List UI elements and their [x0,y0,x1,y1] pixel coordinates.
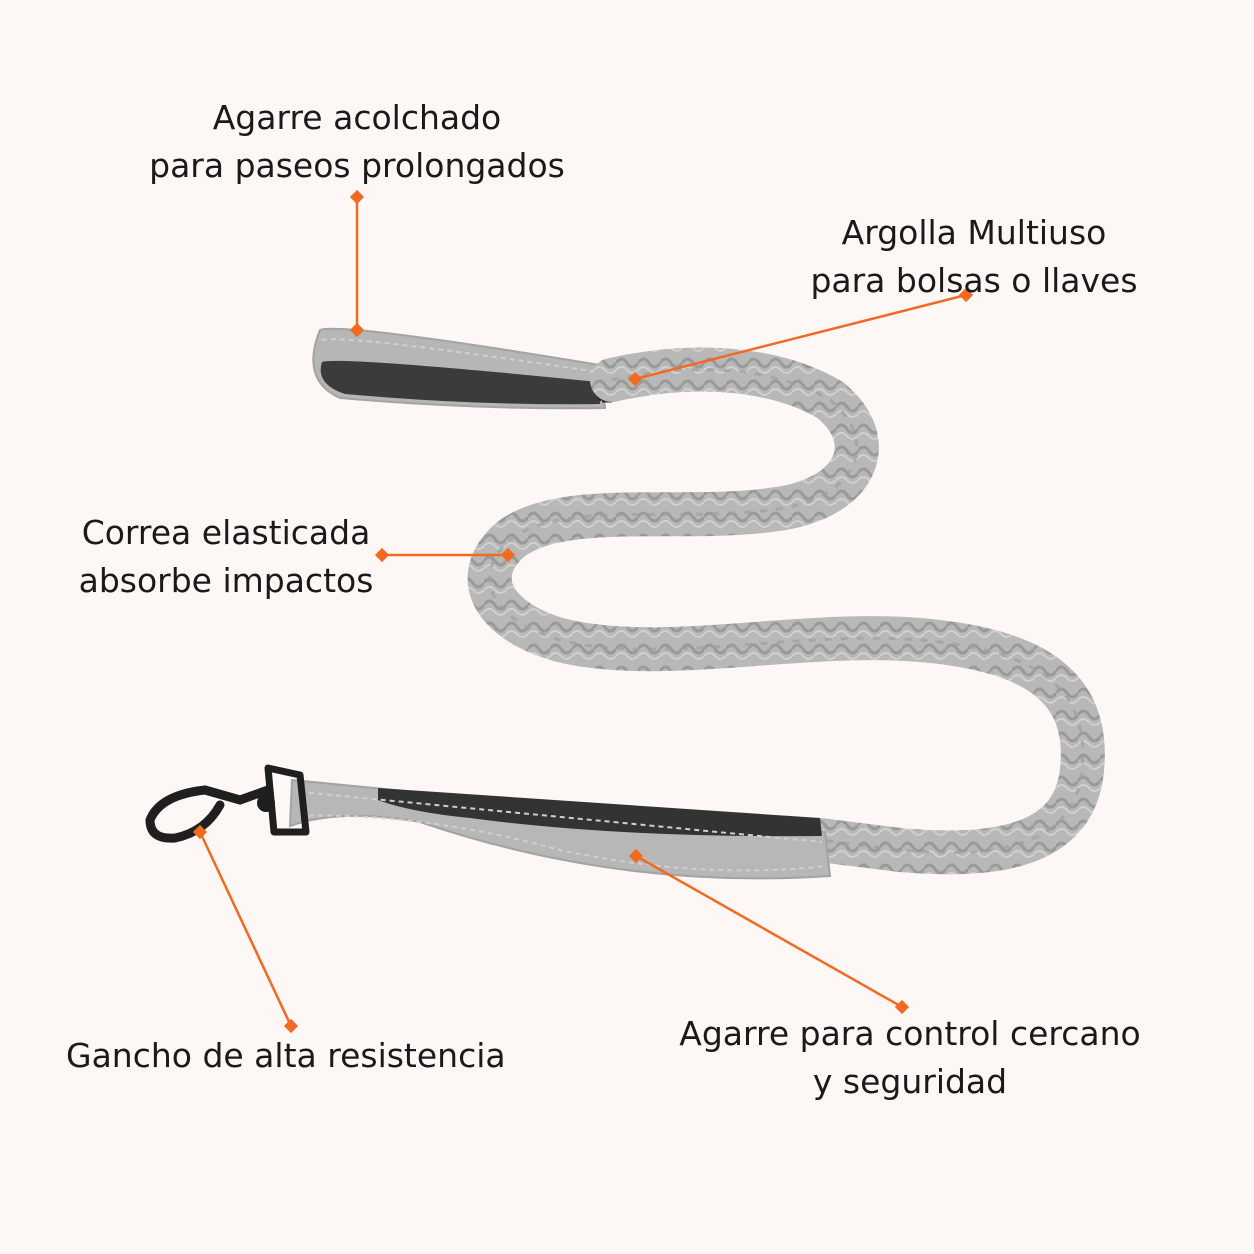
callout-line-elastic-strap [374,547,516,563]
callout-line-control-handle [628,848,910,1015]
callout-control-handle: Agarre para control cercano y seguridad [660,1010,1160,1106]
control-handle-strap [288,778,832,880]
callout-lines [192,189,974,1034]
callout-elastic-strap-line1: Correa elasticada [81,513,371,552]
callout-multi-ring: Argolla Multiuso para bolsas o llaves [796,209,1152,305]
callout-control-handle-line1: Agarre para control cercano [679,1014,1141,1053]
callout-line-padded-handle [349,189,365,338]
callout-multi-ring-line1: Argolla Multiuso [841,213,1107,252]
callout-line-hook [192,824,299,1034]
padded-handle-loop [312,327,607,410]
snap-hook-icon [145,764,310,843]
callout-elastic-strap-line2: absorbe impactos [78,561,374,600]
callout-padded-handle-line2: para paseos prolongados [149,146,565,185]
elastic-bungee-strap [467,347,1105,875]
callout-padded-handle: Agarre acolchado para paseos prolongados [140,94,574,190]
callout-elastic-strap: Correa elasticada absorbe impactos [66,509,386,605]
callout-control-handle-line2: y seguridad [812,1062,1008,1101]
callout-hook-line1: Gancho de alta resistencia [66,1036,506,1075]
callout-padded-handle-line1: Agarre acolchado [212,98,502,137]
callout-multi-ring-line2: para bolsas o llaves [810,261,1138,300]
callout-line-multi-ring [627,287,974,387]
callout-hook: Gancho de alta resistencia [66,1032,506,1080]
